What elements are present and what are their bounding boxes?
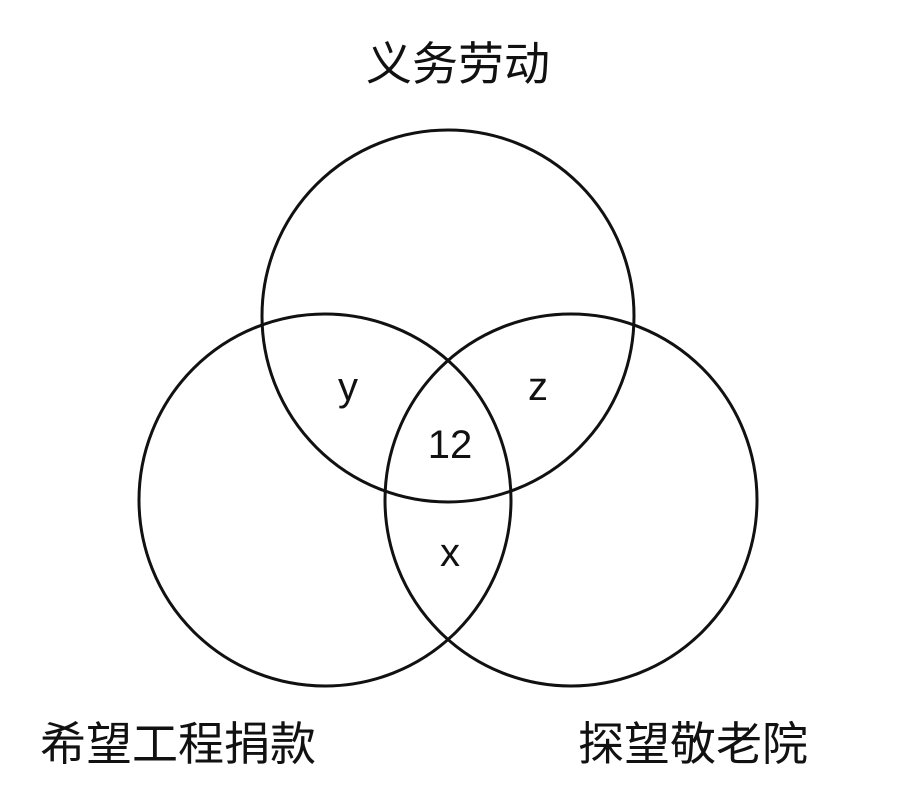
circle-top — [260, 128, 636, 504]
region-top-left: y — [338, 365, 358, 409]
label-right-set: 探望敬老院 — [578, 717, 808, 771]
label-top-set: 义务劳动 — [366, 37, 550, 91]
region-left-right: x — [440, 531, 460, 575]
circle-left — [137, 312, 513, 688]
region-center: 12 — [428, 423, 473, 467]
label-left-set: 希望工程捐款 — [40, 717, 316, 771]
region-top-right: z — [528, 365, 548, 409]
circle-right — [383, 312, 759, 688]
